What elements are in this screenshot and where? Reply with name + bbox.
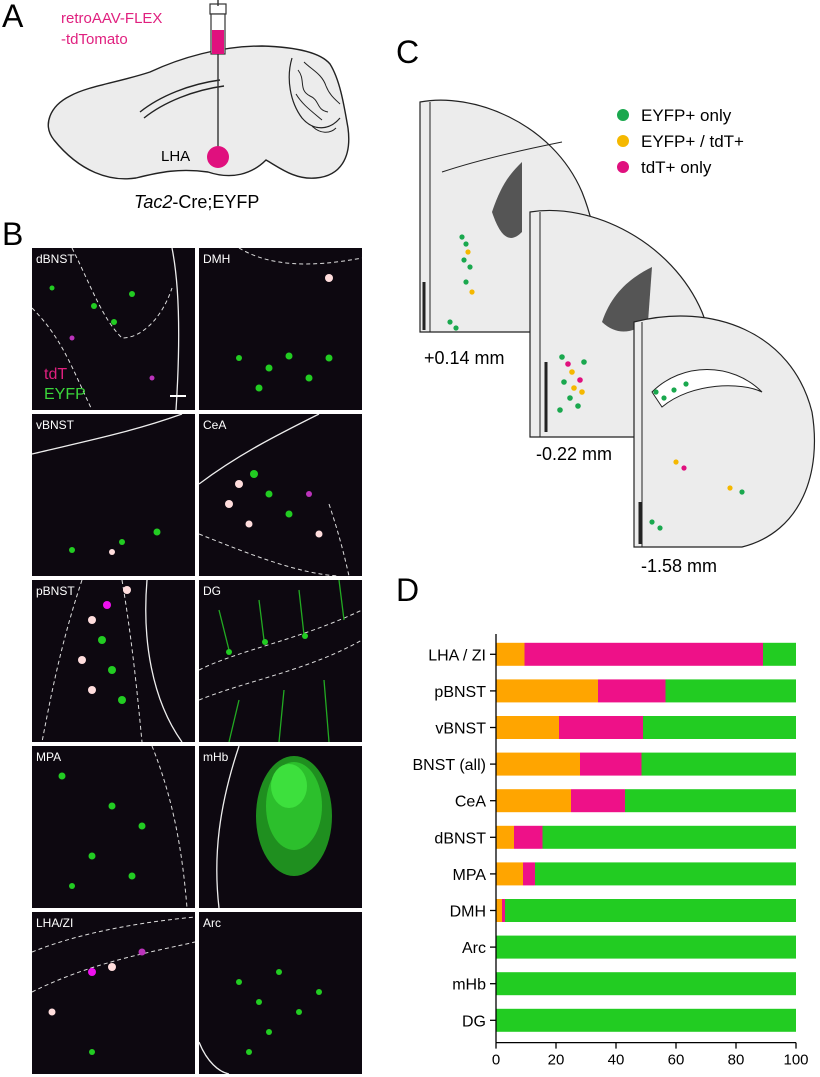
tile-label-lha-zi: LHA/ZI [36, 916, 74, 930]
y-tick-label: MPA [453, 867, 487, 884]
y-tick-label: Arc [462, 940, 486, 957]
bar-segment [496, 789, 571, 813]
micrograph-dbnst: dBNST tdT EYFP [32, 248, 195, 410]
y-tick-label: CeA [455, 794, 486, 811]
micrograph-mpa: MPA [32, 746, 195, 908]
legend-marker-both [617, 135, 629, 147]
micrograph-grid: dBNST tdT EYFP DMH vBNST CeA pBNST DG MP… [32, 248, 362, 1077]
bar-segment [641, 752, 796, 776]
bar-segment [643, 716, 796, 739]
y-tick-label: mHb [452, 977, 486, 994]
y-tick-label: LHA / ZI [428, 647, 486, 664]
panel-label-d: D [396, 572, 420, 608]
bar-segment [496, 642, 525, 666]
micrograph-pbnst: pBNST [32, 580, 195, 742]
bar-segment [763, 642, 796, 666]
legend-marker-eyfp-only [617, 109, 629, 121]
genotype-italic: Tac2 [134, 192, 173, 212]
bar-segment [535, 862, 796, 886]
section-label-3: -1.58 mm [641, 556, 718, 576]
bar-segment [559, 716, 643, 739]
bar-segment [496, 935, 796, 959]
injection-region-label: LHA [161, 148, 191, 165]
micrograph-mhb: mHb [199, 746, 362, 908]
bar-segment [625, 789, 796, 813]
micrograph-cea: CeA [199, 414, 362, 576]
bar-segment [665, 679, 796, 703]
y-tick-label: pBNST [434, 684, 486, 701]
tile-label-dg: DG [203, 584, 221, 598]
x-tick-label: 40 [608, 1052, 625, 1068]
bar-segment [571, 789, 625, 813]
tile-label-mhb: mHb [203, 750, 229, 764]
bar-segment [524, 642, 763, 666]
x-tick-label: 100 [783, 1052, 808, 1068]
bar-segment [580, 752, 642, 776]
panel-label-b: B [2, 216, 24, 252]
legend-tdt: tdT [44, 366, 68, 383]
legend-markers [617, 109, 629, 173]
legend-marker-tdt-only [617, 161, 629, 173]
tile-label-arc: Arc [203, 916, 221, 930]
virus-name-line1: retroAAV-FLEX [61, 10, 163, 27]
micrograph-vbnst: vBNST [32, 414, 195, 576]
legend-label-both: EYFP+ / tdT+ [641, 132, 744, 151]
genotype-rest: -Cre;EYFP [172, 192, 260, 212]
section-minus-1-58 [633, 315, 816, 548]
y-tick-label: DG [462, 1013, 486, 1030]
legend-eyfp: EYFP [44, 386, 86, 403]
tile-label-mpa: MPA [36, 750, 62, 764]
y-tick-label: BNST (all) [413, 757, 487, 774]
bar-segment [598, 679, 666, 703]
bar-segment [514, 825, 543, 849]
x-tick-label: 20 [548, 1052, 565, 1068]
bar-segment [496, 825, 514, 849]
bar-segment [542, 825, 796, 849]
bar-segment [496, 752, 580, 776]
section-label-1: +0.14 mm [424, 348, 505, 368]
virus-name-line2: -tdTomato [61, 31, 128, 48]
micrograph-dmh: DMH [199, 248, 362, 410]
y-tick-label: DMH [450, 904, 486, 921]
panel-label-a: A [2, 0, 24, 34]
y-tick-label: dBNST [434, 830, 486, 847]
expression-bar-chart: LHA / ZI pBNST vBNST BNST (all) CeA dBNST MPA D… [413, 634, 809, 1068]
tile-label-cea: CeA [203, 418, 227, 432]
bar-segment [496, 679, 598, 703]
bar-segment [496, 1008, 796, 1032]
bar-segment [505, 899, 796, 922]
x-tick-label: 80 [728, 1052, 745, 1068]
bar-segment [496, 899, 502, 922]
coronal-sections [419, 99, 816, 548]
tile-label-vbnst: vBNST [36, 418, 75, 432]
bar-segment [496, 972, 796, 996]
legend-label-tdt-only: tdT+ only [641, 158, 712, 177]
micrograph-arc: Arc [199, 912, 362, 1074]
genotype-label: Tac2-Cre;EYFP [134, 192, 259, 213]
bar-segment [523, 862, 535, 886]
legend-label-eyfp-only: EYFP+ only [641, 106, 732, 125]
y-tick-label: vBNST [435, 721, 486, 738]
tile-label-dbnst: dBNST [36, 252, 75, 266]
sagittal-brain-schematic [47, 0, 350, 180]
x-tick-label: 60 [668, 1052, 685, 1068]
tile-label-pbnst: pBNST [36, 584, 75, 598]
micrograph-lha-zi: LHA/ZI [32, 912, 195, 1074]
tile-label-dmh: DMH [203, 252, 231, 266]
panel-label-c: C [396, 34, 420, 70]
micrograph-dg: DG [199, 580, 362, 742]
x-tick-label: 0 [492, 1052, 500, 1068]
section-label-2: -0.22 mm [536, 444, 613, 464]
bar-segment [496, 862, 523, 886]
bar-segment [496, 716, 559, 739]
bar-segment [502, 899, 505, 922]
